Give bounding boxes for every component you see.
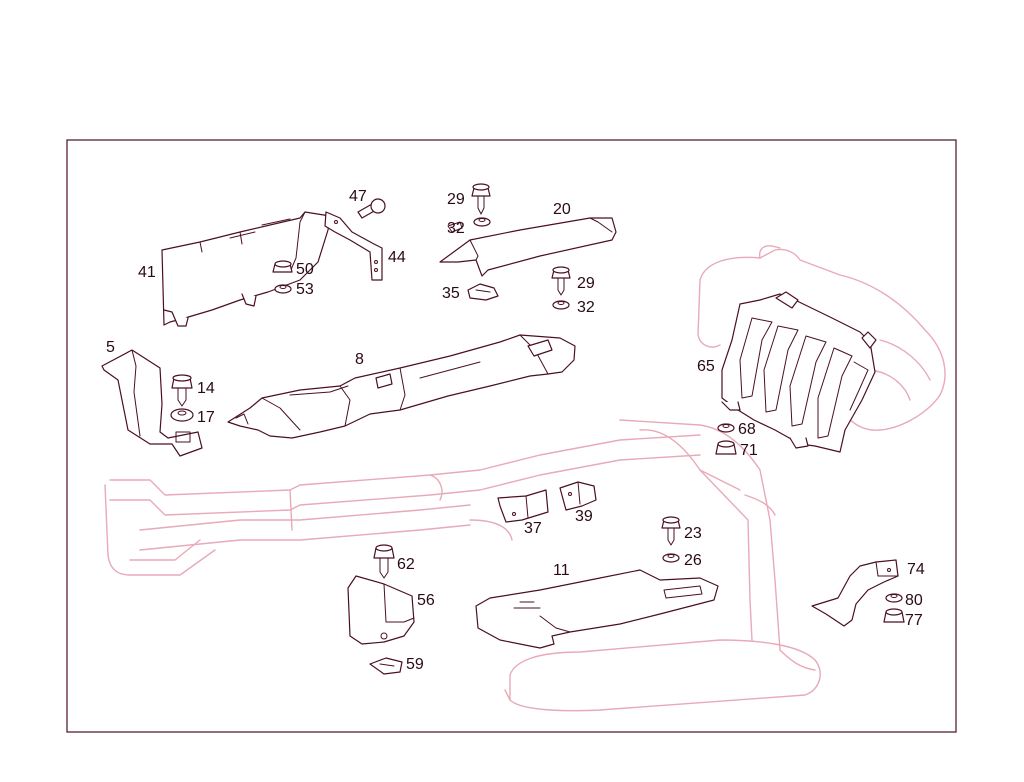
callout-20: 20 bbox=[553, 201, 571, 218]
callout-32-lower: 32 bbox=[577, 299, 595, 316]
part-32-washer-top bbox=[473, 217, 491, 227]
callout-14: 14 bbox=[197, 380, 215, 397]
part-59-clip bbox=[369, 657, 403, 675]
callout-labels: 47 29 20 32 41 44 50 53 35 29 32 5 8 14 … bbox=[106, 188, 925, 673]
part-23-bolt bbox=[661, 516, 681, 546]
part-44-bracket bbox=[324, 211, 383, 281]
part-29-bolt-lower bbox=[551, 266, 571, 296]
callout-59: 59 bbox=[406, 656, 424, 673]
callout-37: 37 bbox=[524, 520, 542, 537]
callout-65: 65 bbox=[697, 358, 715, 375]
part-14-bolt bbox=[171, 374, 193, 407]
part-20-center-heat-shield bbox=[439, 217, 617, 277]
part-80-washer bbox=[885, 593, 903, 603]
callout-56: 56 bbox=[417, 592, 435, 609]
part-50-nut bbox=[272, 260, 293, 273]
part-53-washer bbox=[274, 284, 292, 294]
ghost-exhaust-system bbox=[104, 419, 821, 712]
callout-29-lower: 29 bbox=[577, 275, 595, 292]
part-71-nut bbox=[715, 440, 737, 455]
callout-8: 8 bbox=[355, 351, 364, 368]
part-37-bracket bbox=[497, 489, 549, 523]
callout-35: 35 bbox=[442, 285, 460, 302]
part-26-washer bbox=[662, 553, 680, 563]
part-62-screw bbox=[373, 544, 395, 579]
callout-11: 11 bbox=[553, 562, 570, 579]
part-32-washer-lower bbox=[552, 300, 570, 310]
callout-47: 47 bbox=[349, 188, 367, 205]
part-68-washer bbox=[717, 423, 735, 433]
part-11-heat-plate bbox=[475, 569, 719, 649]
part-41-front-heat-shield bbox=[161, 211, 331, 327]
part-77-nut bbox=[883, 608, 905, 623]
callout-39: 39 bbox=[575, 508, 593, 525]
part-5-bracket bbox=[101, 349, 203, 457]
part-65-rear-heat-shield bbox=[721, 291, 877, 453]
callout-5: 5 bbox=[106, 339, 115, 356]
part-8-main-heat-shield bbox=[227, 334, 576, 439]
part-17-washer bbox=[170, 408, 194, 422]
callout-71: 71 bbox=[740, 442, 758, 459]
diagram-frame bbox=[66, 139, 957, 733]
part-74-bracket bbox=[811, 559, 899, 627]
callout-50: 50 bbox=[296, 261, 314, 278]
callout-26: 26 bbox=[684, 552, 702, 569]
callout-17: 17 bbox=[197, 409, 215, 426]
callout-77: 77 bbox=[905, 612, 923, 629]
callout-68: 68 bbox=[738, 421, 756, 438]
callout-29-top: 29 bbox=[447, 191, 465, 208]
part-35-clip bbox=[467, 283, 499, 301]
callout-80: 80 bbox=[905, 592, 923, 609]
callout-44: 44 bbox=[388, 249, 406, 266]
callout-53: 53 bbox=[296, 281, 314, 298]
callout-32-top: 32 bbox=[447, 220, 465, 237]
part-56-bracket bbox=[347, 575, 415, 645]
part-29-bolt-top bbox=[471, 183, 491, 215]
callout-74: 74 bbox=[907, 561, 925, 578]
part-47-bolt bbox=[357, 198, 386, 219]
callout-62: 62 bbox=[397, 556, 415, 573]
part-39-clamp bbox=[559, 481, 597, 511]
callout-23: 23 bbox=[684, 525, 702, 542]
callout-41: 41 bbox=[138, 264, 156, 281]
